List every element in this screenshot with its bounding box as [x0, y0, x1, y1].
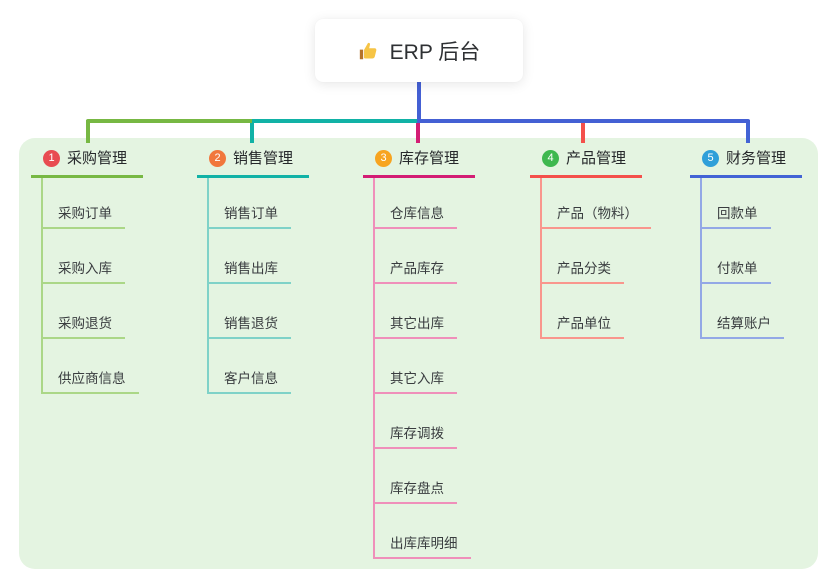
child-label: 仓库信息	[390, 206, 444, 221]
branch-number-badge: 1	[43, 150, 60, 167]
branch-sales: 2 销售管理 销售订单 销售出库 销售退货 客户信息	[197, 148, 310, 394]
branch-label: 财务管理	[726, 150, 787, 167]
child-node[interactable]: 采购退货	[43, 284, 125, 339]
branch-title-product[interactable]: 4 产品管理	[530, 148, 643, 178]
child-node[interactable]: 产品分类	[542, 229, 624, 284]
connector-drop-sales	[250, 120, 254, 143]
child-node[interactable]: 库存盘点	[375, 449, 457, 504]
child-node[interactable]: 产品单位	[542, 284, 624, 339]
branch-purchase: 1 采购管理 采购订单 采购入库 采购退货 供应商信息	[31, 148, 144, 394]
child-label: 产品库存	[390, 261, 444, 276]
child-label: 产品（物料）	[557, 206, 638, 221]
child-label: 销售出库	[224, 261, 278, 276]
child-label: 其它入库	[390, 371, 444, 386]
connector-drop-product	[581, 120, 585, 143]
branches-panel	[19, 138, 818, 569]
child-label: 销售退货	[224, 316, 278, 331]
branch-number-badge: 3	[375, 150, 392, 167]
child-label: 产品分类	[557, 261, 611, 276]
child-label: 结算账户	[717, 316, 771, 331]
child-node[interactable]: 出库库明细	[375, 504, 471, 559]
branch-title-purchase[interactable]: 1 采购管理	[31, 148, 144, 178]
connector-bus-blue	[417, 119, 750, 123]
child-node[interactable]: 仓库信息	[375, 178, 457, 229]
branch-children: 仓库信息 产品库存 其它出库 其它入库 库存调拨 库存盘点 出库库明细	[373, 178, 471, 559]
branch-label: 销售管理	[233, 150, 294, 167]
child-label: 库存调拨	[390, 426, 444, 441]
child-node[interactable]: 产品库存	[375, 229, 457, 284]
child-node[interactable]: 其它出库	[375, 284, 457, 339]
child-label: 库存盘点	[390, 481, 444, 496]
connector-drop-finance	[746, 120, 750, 143]
connector-root	[417, 82, 421, 121]
branch-number-badge: 4	[542, 150, 559, 167]
child-label: 其它出库	[390, 316, 444, 331]
branch-children: 回款单 付款单 结算账户	[700, 178, 784, 339]
branch-number-badge: 2	[209, 150, 226, 167]
branch-number-badge: 5	[702, 150, 719, 167]
connector-drop-purchase	[86, 120, 90, 143]
child-label: 回款单	[717, 206, 758, 221]
connector-bus-green	[86, 119, 252, 123]
child-node[interactable]: 销售订单	[209, 178, 291, 229]
branch-title-finance[interactable]: 5 财务管理	[690, 148, 803, 178]
branch-label: 库存管理	[399, 150, 460, 167]
child-node[interactable]: 供应商信息	[43, 339, 139, 394]
root-title: ERP 后台	[389, 40, 481, 64]
child-node[interactable]: 产品（物料）	[542, 178, 651, 229]
thumbs-up-icon	[358, 40, 380, 62]
child-label: 出库库明细	[390, 536, 458, 551]
child-node[interactable]: 客户信息	[209, 339, 291, 394]
branch-children: 产品（物料） 产品分类 产品单位	[540, 178, 651, 339]
child-label: 销售订单	[224, 206, 278, 221]
root-node[interactable]: ERP 后台	[315, 19, 523, 82]
branch-children: 销售订单 销售出库 销售退货 客户信息	[207, 178, 291, 394]
child-node[interactable]: 付款单	[702, 229, 771, 284]
child-node[interactable]: 销售出库	[209, 229, 291, 284]
child-node[interactable]: 采购订单	[43, 178, 125, 229]
child-node[interactable]: 销售退货	[209, 284, 291, 339]
branch-label: 产品管理	[566, 150, 627, 167]
branch-title-sales[interactable]: 2 销售管理	[197, 148, 310, 178]
connector-drop-inventory	[416, 120, 420, 143]
child-label: 产品单位	[557, 316, 611, 331]
child-label: 客户信息	[224, 371, 278, 386]
child-label: 采购订单	[58, 206, 112, 221]
child-node[interactable]: 其它入库	[375, 339, 457, 394]
child-label: 供应商信息	[58, 371, 126, 386]
branch-title-inventory[interactable]: 3 库存管理	[363, 148, 476, 178]
branch-label: 采购管理	[67, 150, 128, 167]
branch-inventory: 3 库存管理 仓库信息 产品库存 其它出库 其它入库 库存调拨 库存盘点 出库库…	[363, 148, 476, 559]
child-label: 采购退货	[58, 316, 112, 331]
connector-bus-teal	[252, 119, 417, 123]
branch-children: 采购订单 采购入库 采购退货 供应商信息	[41, 178, 139, 394]
child-label: 付款单	[717, 261, 758, 276]
branch-finance: 5 财务管理 回款单 付款单 结算账户	[690, 148, 803, 339]
child-node[interactable]: 采购入库	[43, 229, 125, 284]
child-node[interactable]: 回款单	[702, 178, 771, 229]
child-label: 采购入库	[58, 261, 112, 276]
branch-product: 4 产品管理 产品（物料） 产品分类 产品单位	[530, 148, 651, 339]
child-node[interactable]: 库存调拨	[375, 394, 457, 449]
child-node[interactable]: 结算账户	[702, 284, 784, 339]
